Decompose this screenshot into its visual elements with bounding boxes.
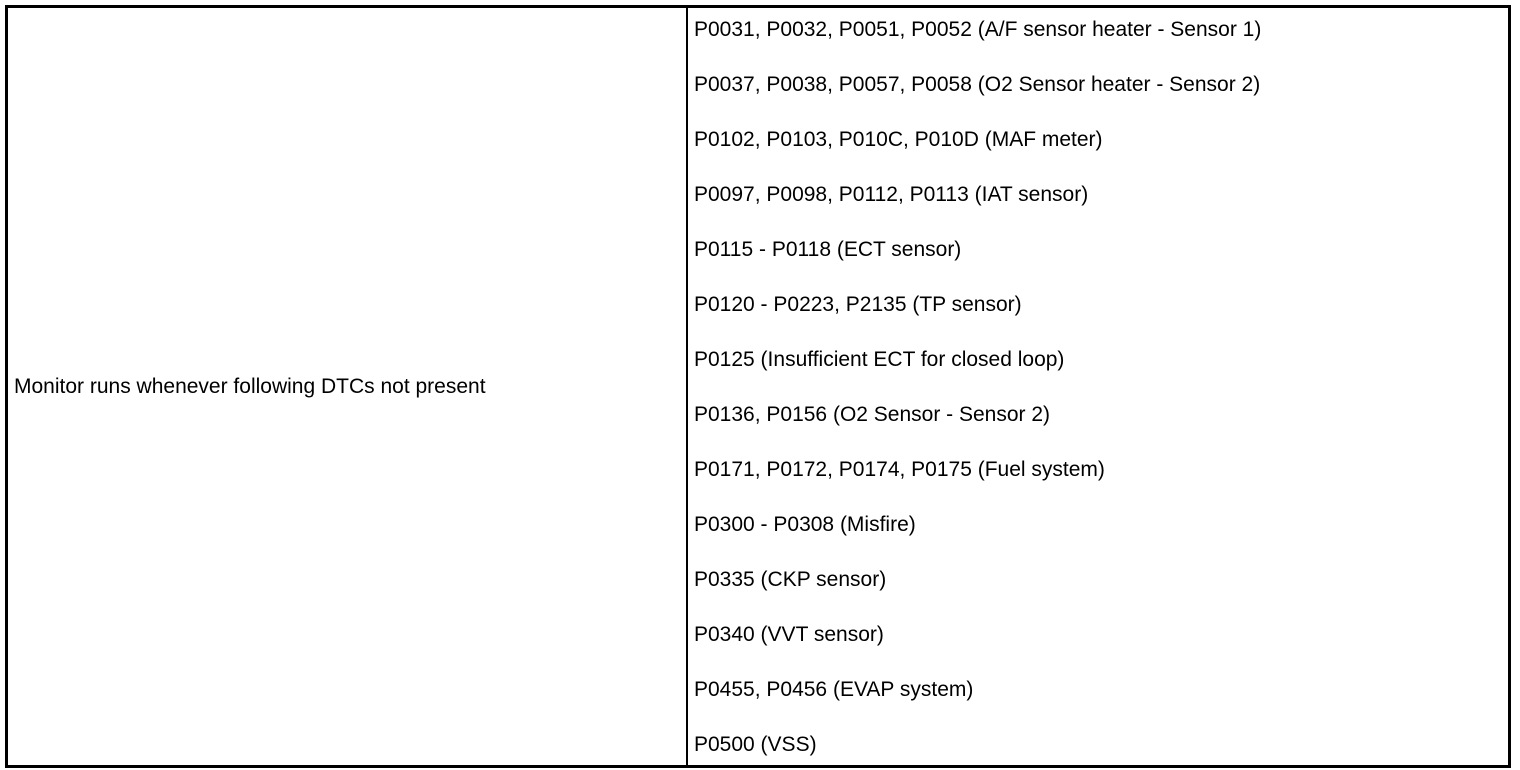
condition-label: Monitor runs whenever following DTCs not… bbox=[14, 374, 486, 398]
dtc-item-11: P0335 (CKP sensor) bbox=[694, 568, 887, 591]
dtc-item-12: P0340 (VVT sensor) bbox=[694, 623, 884, 646]
dtc-item-6: P0120 - P0223, P2135 (TP sensor) bbox=[694, 293, 1022, 316]
dtc-list-cell: P0031, P0032, P0051, P0052 (A/F sensor h… bbox=[688, 8, 1508, 765]
dtc-item-13: P0455, P0456 (EVAP system) bbox=[694, 678, 974, 701]
dtc-item-5: P0115 - P0118 (ECT sensor) bbox=[694, 238, 962, 261]
condition-cell: Monitor runs whenever following DTCs not… bbox=[8, 8, 688, 765]
dtc-item-4: P0097, P0098, P0112, P0113 (IAT sensor) bbox=[694, 183, 1089, 206]
dtc-item-2: P0037, P0038, P0057, P0058 (O2 Sensor he… bbox=[694, 73, 1261, 96]
dtc-item-10: P0300 - P0308 (Misfire) bbox=[694, 513, 916, 536]
dtc-item-8: P0136, P0156 (O2 Sensor - Sensor 2) bbox=[694, 403, 1051, 426]
dtc-item-7: P0125 (Insufficient ECT for closed loop) bbox=[694, 348, 1065, 371]
dtc-item-1: P0031, P0032, P0051, P0052 (A/F sensor h… bbox=[694, 18, 1262, 41]
dtc-table: Monitor runs whenever following DTCs not… bbox=[5, 5, 1511, 768]
dtc-item-14: P0500 (VSS) bbox=[694, 733, 817, 756]
dtc-item-3: P0102, P0103, P010C, P010D (MAF meter) bbox=[694, 128, 1103, 151]
dtc-item-9: P0171, P0172, P0174, P0175 (Fuel system) bbox=[694, 458, 1105, 481]
